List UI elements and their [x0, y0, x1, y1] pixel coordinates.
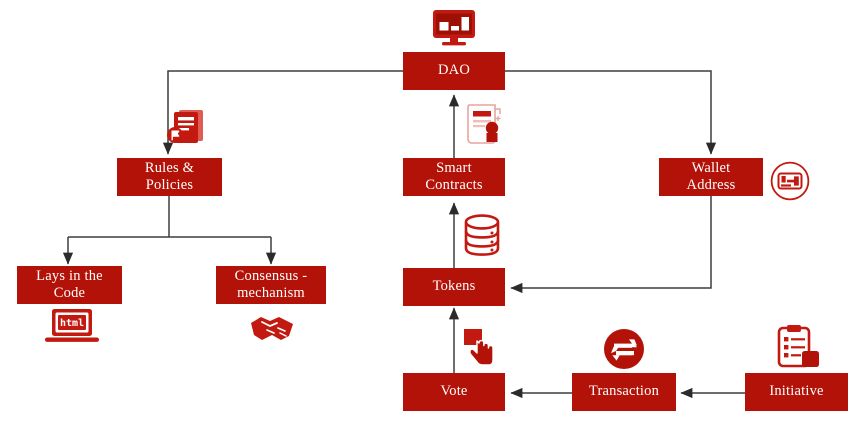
handshake-icon	[248, 310, 296, 346]
node-dao-label: DAO	[437, 62, 470, 79]
node-vote[interactable]: Vote	[403, 373, 505, 411]
monitor-dashboard-icon	[430, 9, 478, 47]
node-tokens[interactable]: Tokens	[403, 268, 505, 306]
node-vote-label: Vote	[440, 383, 468, 400]
node-rules-policies-label: Rules & Policies	[144, 159, 195, 193]
click-hand-icon	[462, 327, 502, 371]
node-wallet-address[interactable]: Wallet Address	[659, 158, 763, 196]
database-icon	[460, 212, 504, 260]
node-initiative-label: Initiative	[769, 383, 824, 400]
policy-document-icon	[165, 108, 209, 150]
node-initiative[interactable]: Initiative	[745, 373, 848, 411]
node-smart-contracts-label: Smart Contracts	[425, 159, 483, 193]
edge-dao-wallet	[505, 70, 717, 155]
edge-wallet-tokens	[510, 196, 712, 294]
node-lays-in-the-code[interactable]: Lays in the Code	[17, 266, 122, 304]
node-consensus-mechanism[interactable]: Consensus - mechanism	[216, 266, 326, 304]
node-wallet-address-label: Wallet Address	[686, 159, 736, 193]
wallet-icon	[770, 161, 810, 201]
contract-seal-icon	[462, 102, 508, 148]
node-lays-in-the-code-label: Lays in the Code	[36, 267, 103, 301]
laptop-code-icon-text: html	[60, 318, 84, 329]
node-transaction-label: Transaction	[588, 383, 660, 400]
laptop-code-icon: html	[44, 308, 100, 346]
node-dao[interactable]: DAO	[403, 52, 505, 90]
exchange-arrows-icon	[603, 328, 645, 370]
node-smart-contracts[interactable]: Smart Contracts	[403, 158, 505, 196]
node-rules-policies[interactable]: Rules & Policies	[117, 158, 222, 196]
node-tokens-label: Tokens	[432, 278, 476, 295]
clipboard-list-icon	[775, 324, 821, 370]
node-transaction[interactable]: Transaction	[572, 373, 676, 411]
node-consensus-mechanism-label: Consensus - mechanism	[234, 267, 308, 301]
